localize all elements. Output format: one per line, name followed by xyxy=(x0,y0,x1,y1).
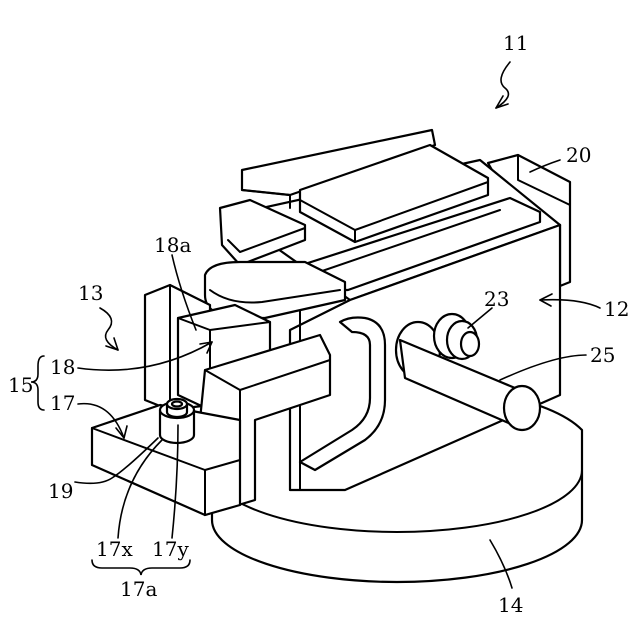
label-17a: 17a xyxy=(120,577,157,601)
label-19: 19 xyxy=(48,479,73,503)
label-15: 15 xyxy=(8,373,33,397)
label-20: 20 xyxy=(566,143,591,167)
label-14: 14 xyxy=(498,593,523,617)
label-18a: 18a xyxy=(154,233,191,257)
label-23: 23 xyxy=(484,287,509,311)
label-12: 12 xyxy=(604,297,629,321)
label-18: 18 xyxy=(50,355,75,379)
bolt-19 xyxy=(160,399,194,443)
label-25: 25 xyxy=(590,343,615,367)
label-13: 13 xyxy=(78,281,103,305)
label-17: 17 xyxy=(50,391,75,415)
label-17y: 17y xyxy=(152,537,189,561)
label-11: 11 xyxy=(503,31,528,55)
label-17x: 17x xyxy=(96,537,133,561)
